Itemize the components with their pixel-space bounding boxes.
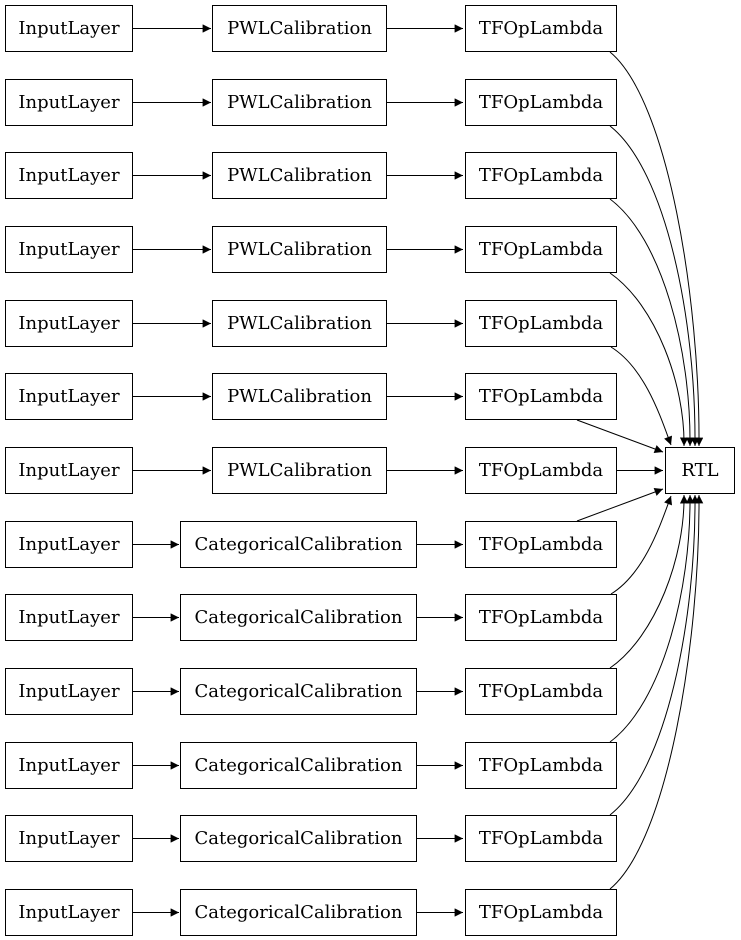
node-tfoplambda-2: TFOpLambda [465,79,617,126]
node-inputlayer-11: InputLayer [5,742,133,789]
node-tfoplambda-1: TFOpLambda [465,5,617,52]
node-pwlcalibration-7: PWLCalibration [212,447,387,494]
node-tfoplambda-8: TFOpLambda [465,521,617,568]
node-inputlayer-3: InputLayer [5,152,133,199]
node-tfoplambda-5: TFOpLambda [465,300,617,347]
edge-op-rtl-8 [610,495,673,595]
node-tfoplambda-13: TFOpLambda [465,889,617,936]
node-inputlayer-4: InputLayer [5,226,133,273]
node-tfoplambda-9: TFOpLambda [465,594,617,641]
node-pwlcalibration-2: PWLCalibration [212,79,387,126]
node-tfoplambda-10: TFOpLambda [465,668,617,715]
node-tfoplambda-7: TFOpLambda [465,447,617,494]
edge-op-rtl-7 [576,487,664,522]
node-tfoplambda-11: TFOpLambda [465,742,617,789]
edge-op-rtl-9 [609,494,689,669]
node-pwlcalibration-6: PWLCalibration [212,373,387,420]
node-tfoplambda-6: TFOpLambda [465,373,617,420]
node-inputlayer-5: InputLayer [5,300,133,347]
node-categoricalcalibration-12: CategoricalCalibration [180,815,417,862]
node-inputlayer-12: InputLayer [5,815,133,862]
node-inputlayer-6: InputLayer [5,373,133,420]
node-inputlayer-2: InputLayer [5,79,133,126]
node-tfoplambda-3: TFOpLambda [465,152,617,199]
node-inputlayer-13: InputLayer [5,889,133,936]
node-inputlayer-7: InputLayer [5,447,133,494]
node-pwlcalibration-3: PWLCalibration [212,152,387,199]
node-inputlayer-1: InputLayer [5,5,133,52]
node-categoricalcalibration-13: CategoricalCalibration [180,889,417,936]
edge-op-rtl-5 [576,419,664,454]
node-inputlayer-10: InputLayer [5,668,133,715]
node-tfoplambda-4: TFOpLambda [465,226,617,273]
node-pwlcalibration-4: PWLCalibration [212,226,387,273]
node-categoricalcalibration-9: CategoricalCalibration [180,594,417,641]
edge-op-rtl-12 [609,494,704,890]
edge-op-rtl-3 [609,272,689,447]
node-inputlayer-9: InputLayer [5,594,133,641]
edge-op-rtl-10 [609,494,695,743]
edge-op-rtl-0 [609,51,704,447]
node-categoricalcalibration-10: CategoricalCalibration [180,668,417,715]
edge-op-rtl-11 [609,494,700,816]
edge-op-rtl-1 [609,125,700,447]
node-rtl: RTL [665,447,735,494]
node-inputlayer-8: InputLayer [5,521,133,568]
node-categoricalcalibration-11: CategoricalCalibration [180,742,417,789]
edge-op-rtl-2 [609,198,695,447]
node-pwlcalibration-1: PWLCalibration [212,5,387,52]
edge-op-rtl-4 [610,346,673,446]
node-tfoplambda-12: TFOpLambda [465,815,617,862]
node-categoricalcalibration-8: CategoricalCalibration [180,521,417,568]
node-pwlcalibration-5: PWLCalibration [212,300,387,347]
